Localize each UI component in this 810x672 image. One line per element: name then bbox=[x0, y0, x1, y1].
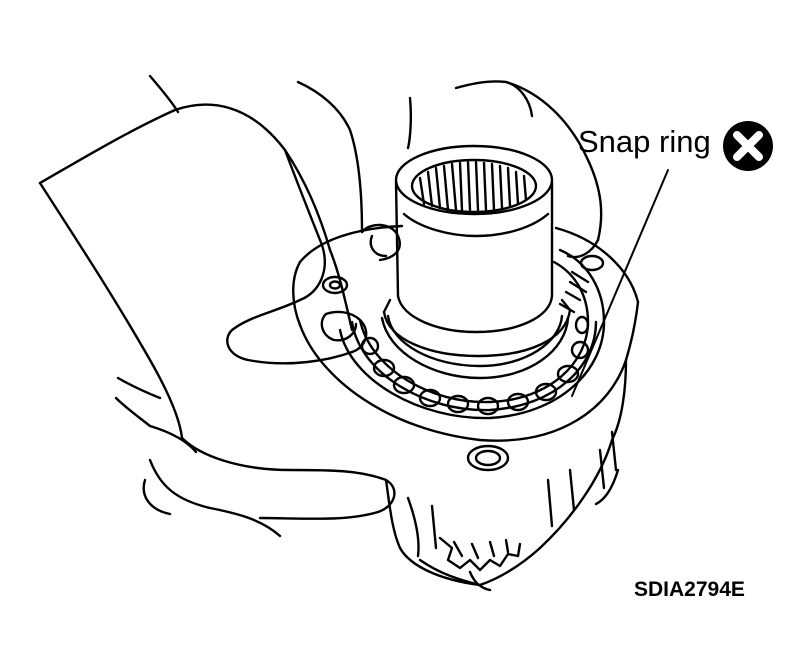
pump-housing bbox=[292, 224, 640, 592]
figure-code: SDIA2794E bbox=[634, 578, 745, 601]
bearing-assembly bbox=[338, 248, 606, 420]
left-hand bbox=[38, 74, 396, 538]
do-not-reuse-x-icon bbox=[723, 121, 773, 171]
snap-ring-label: Snap ring bbox=[578, 124, 711, 159]
input-shaft bbox=[382, 144, 572, 358]
snap-ring-leader-line bbox=[571, 169, 669, 397]
right-hand bbox=[296, 80, 603, 262]
